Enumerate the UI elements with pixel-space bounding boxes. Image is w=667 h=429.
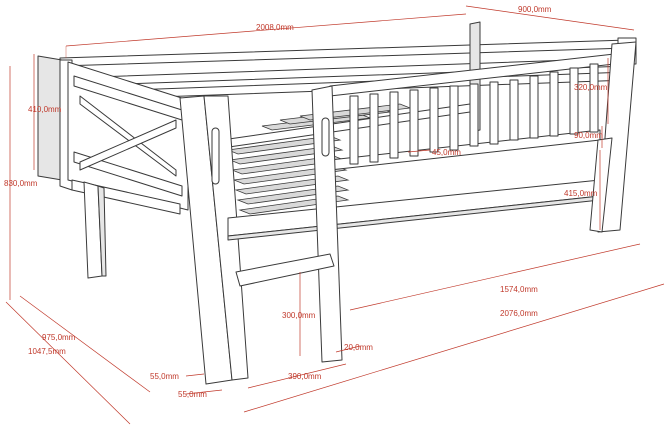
back-headboard	[37, 55, 63, 181]
dim-rail-gap: 90,0mm	[574, 131, 603, 140]
front-rail-bars	[349, 63, 599, 165]
dim-overall-length: 2008,0mm	[256, 23, 294, 32]
dim-clearance-height: 415,0mm	[564, 189, 598, 198]
dim-ladder-step-height: 300,0mm	[282, 311, 316, 320]
front-right-post	[589, 41, 637, 233]
dim-outer-length: 2076,0mm	[500, 309, 538, 318]
dim-mattress-length: 1574,0mm	[500, 285, 538, 294]
front-left-post	[179, 95, 249, 385]
dim-headboard-height: 410,0mm	[28, 105, 62, 114]
dim-total-height: 830,0mm	[4, 179, 38, 188]
dim-post-width-a: 55,0mm	[150, 372, 179, 381]
dim-ladder-width: 390,0mm	[288, 372, 322, 381]
dim-rail-height: 320,0mm	[574, 83, 608, 92]
ladder	[235, 85, 343, 363]
dim-bar-spacing: 45,0mm	[432, 148, 461, 157]
dim-post-width-b: 55,0mm	[178, 390, 207, 399]
dimension-lines	[5, 5, 665, 425]
dim-ladder-gap: 20,0mm	[344, 343, 373, 352]
dim-overall-width: 900,0mm	[518, 5, 552, 14]
dimension-labels: 2008,0mm 900,0mm 410,0mm 830,0mm 320,0mm…	[4, 5, 608, 399]
dim-inner-width: 975,0mm	[42, 333, 76, 342]
headboard	[59, 59, 189, 215]
dim-outer-width: 1047,5mm	[28, 347, 66, 356]
left-legs	[83, 181, 107, 279]
